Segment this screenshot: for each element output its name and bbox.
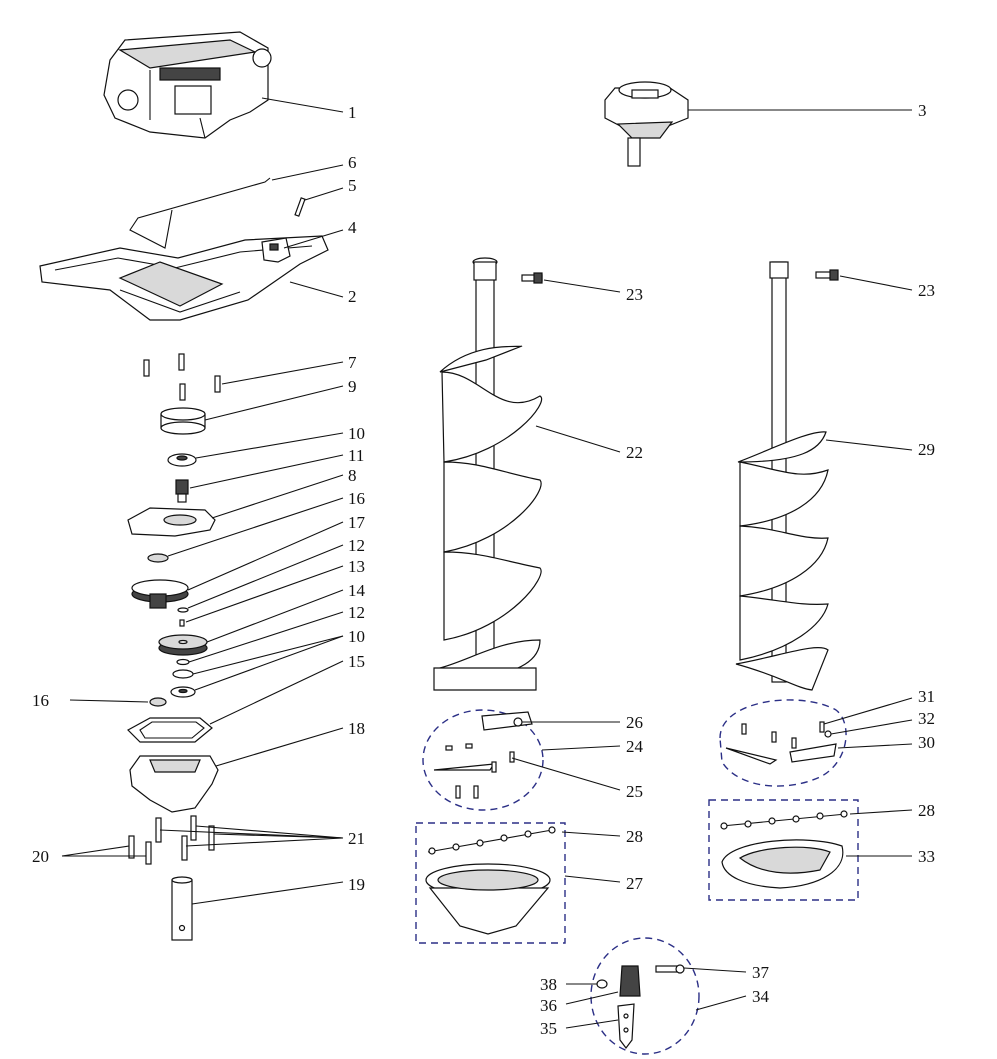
callout-10a: 10 (348, 424, 365, 443)
callout-labels: 1 3 6 5 4 2 7 9 10 11 8 16 17 12 13 14 1… (32, 101, 935, 1038)
callout-32: 32 (918, 709, 935, 728)
callout-11: 11 (348, 446, 364, 465)
part-guard-33 (721, 839, 844, 889)
part-chain-28b (720, 810, 848, 830)
callout-7: 7 (348, 353, 357, 372)
part-bolt-23b (815, 269, 839, 281)
part-auger-22 (433, 257, 543, 691)
group-blade-kit-24 (422, 709, 544, 811)
part-gear-housing-8 (127, 507, 216, 537)
callout-13: 13 (348, 557, 365, 576)
callout-1: 1 (348, 103, 357, 122)
callout-14: 14 (348, 581, 366, 600)
callout-27: 27 (626, 874, 644, 893)
part-lower-housing-18 (129, 755, 219, 813)
callout-17: 17 (348, 513, 366, 532)
part-bearing-10b (170, 669, 196, 698)
group-point-kit-34 (590, 937, 700, 1055)
callout-16a: 16 (348, 489, 365, 508)
callout-22: 22 (626, 443, 643, 462)
callout-34: 34 (752, 987, 770, 1006)
part-engine (103, 31, 272, 139)
part-washer-12a (177, 607, 189, 613)
callout-37: 37 (752, 963, 770, 982)
part-washer-12b (176, 658, 190, 666)
part-point-kit-34 (596, 964, 685, 1049)
part-washer-16a (147, 553, 169, 563)
callout-5: 5 (348, 176, 357, 195)
part-guard-27 (425, 863, 551, 935)
part-gear-17 (131, 579, 189, 609)
part-pinion-11 (175, 479, 189, 503)
callout-25: 25 (626, 782, 643, 801)
callout-23b: 23 (918, 281, 935, 300)
callout-26: 26 (626, 713, 643, 732)
callout-38: 38 (540, 975, 557, 994)
part-bearing-10a (167, 453, 197, 467)
callout-2: 2 (348, 287, 357, 306)
part-handlebar (39, 235, 329, 321)
callout-18: 18 (348, 719, 365, 738)
part-pin (294, 197, 306, 217)
callout-3: 3 (918, 101, 927, 120)
callout-29: 29 (918, 440, 935, 459)
part-chain-28a (427, 826, 556, 855)
part-pin-13 (179, 619, 185, 627)
group-guard-kit-27 (415, 822, 566, 944)
callout-12a: 12 (348, 536, 365, 555)
part-gasket-15 (127, 717, 213, 743)
part-bolt-23a (521, 272, 543, 284)
callout-31: 31 (918, 687, 935, 706)
part-bolts-21 (155, 815, 215, 861)
part-seal-ring (160, 407, 206, 435)
callout-24: 24 (626, 737, 644, 756)
callout-12b: 12 (348, 603, 365, 622)
callout-30: 30 (918, 733, 935, 752)
callout-4: 4 (348, 218, 357, 237)
part-throttle-clip (261, 237, 291, 263)
part-blade-kit-30 (725, 721, 837, 765)
part-auger-29 (735, 261, 829, 691)
part-screws-7 (143, 353, 221, 401)
part-blade-kit-24 (433, 711, 533, 799)
callout-20: 20 (32, 847, 49, 866)
callout-6: 6 (348, 153, 357, 172)
part-gear-14 (158, 634, 208, 656)
callout-36: 36 (540, 996, 557, 1015)
callout-19: 19 (348, 875, 365, 894)
part-throttle-rod (129, 177, 271, 249)
callout-21: 21 (348, 829, 365, 848)
part-bolts-20 (128, 835, 152, 865)
callout-28b: 28 (918, 801, 935, 820)
callout-33: 33 (918, 847, 935, 866)
group-guard-kit-33 (708, 799, 859, 901)
group-blade-kit-30 (719, 699, 847, 787)
part-washer-16b (149, 697, 167, 707)
callout-15: 15 (348, 652, 365, 671)
callout-16b: 16 (32, 691, 49, 710)
callout-10b: 10 (348, 627, 365, 646)
callout-28a: 28 (626, 827, 643, 846)
callout-9: 9 (348, 377, 357, 396)
callout-35: 35 (540, 1019, 557, 1038)
part-gearbox-cover (604, 81, 689, 167)
callout-23a: 23 (626, 285, 643, 304)
part-shaft-19 (171, 876, 193, 941)
callout-8: 8 (348, 466, 357, 485)
